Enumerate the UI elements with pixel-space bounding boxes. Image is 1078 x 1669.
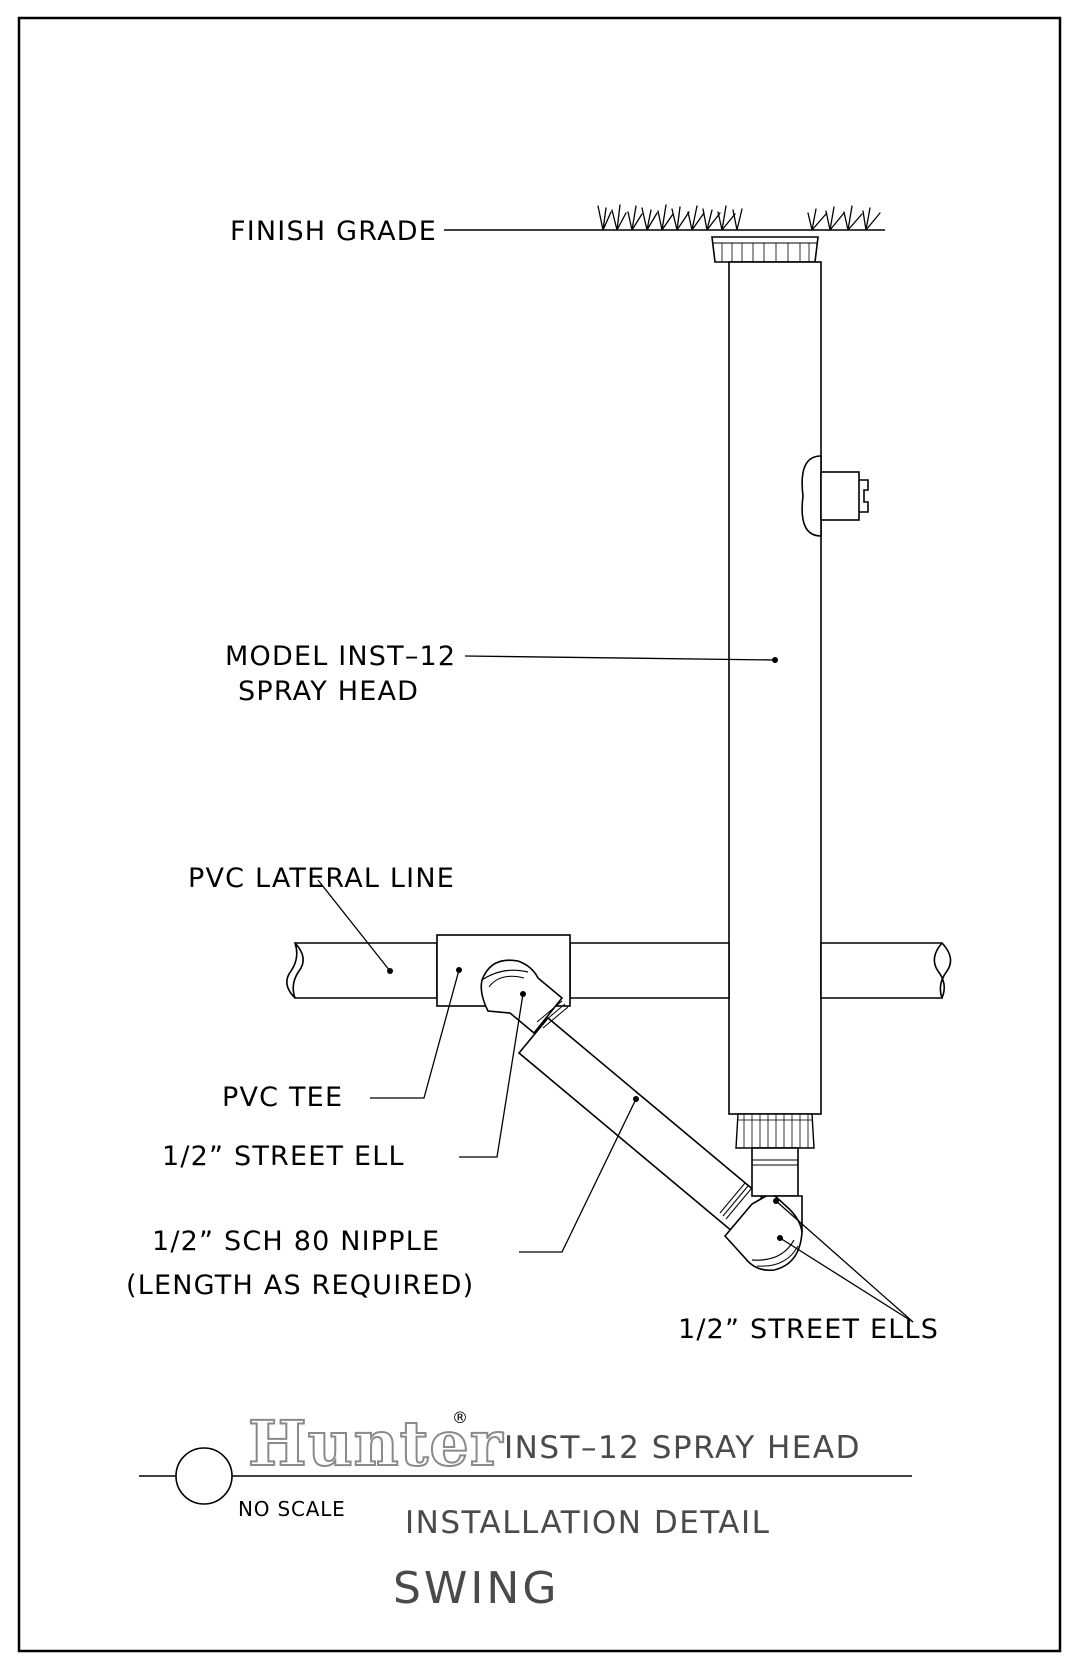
street-ell-label: 1/2” STREET ELL: [162, 1141, 405, 1172]
detail-circle-symbol: [175, 1447, 233, 1505]
model-label-line1: MODEL INST–12: [225, 641, 457, 672]
street-ells-label: 1/2” STREET ELLS: [678, 1314, 940, 1345]
drawing-subtitle: INSTALLATION DETAIL: [405, 1505, 771, 1541]
model-label-line2: SPRAY HEAD: [238, 676, 420, 707]
registered-mark: ®: [452, 1408, 468, 1427]
scale-note: NO SCALE: [238, 1497, 346, 1521]
drawing-title: INST–12 SPRAY HEAD: [504, 1430, 861, 1466]
spray-head-threads: [735, 1113, 815, 1149]
nipple-label-line1: 1/2” SCH 80 NIPPLE: [152, 1226, 441, 1257]
vertical-street-ell: [751, 1147, 803, 1233]
hunter-logo: Hunter: [248, 1407, 504, 1480]
spray-head-cap: [711, 236, 819, 263]
sheet-border: [17, 16, 1062, 1653]
leader-dots: [387, 657, 783, 1241]
pvc-lateral-line: [286, 942, 952, 999]
nipple-label-line2: (LENGTH AS REQUIRED): [126, 1270, 475, 1301]
spray-head-body: [728, 261, 869, 1115]
pvc-tee-label: PVC TEE: [222, 1082, 344, 1113]
drawing-variant: SWING: [393, 1563, 560, 1614]
finish-grade-label: FINISH GRADE: [230, 216, 437, 247]
grass-tufts: [597, 204, 881, 231]
pvc-lateral-line-label: PVC LATERAL LINE: [188, 863, 455, 894]
title-block-lines: [139, 1447, 912, 1505]
leader-lines: [317, 655, 914, 1323]
